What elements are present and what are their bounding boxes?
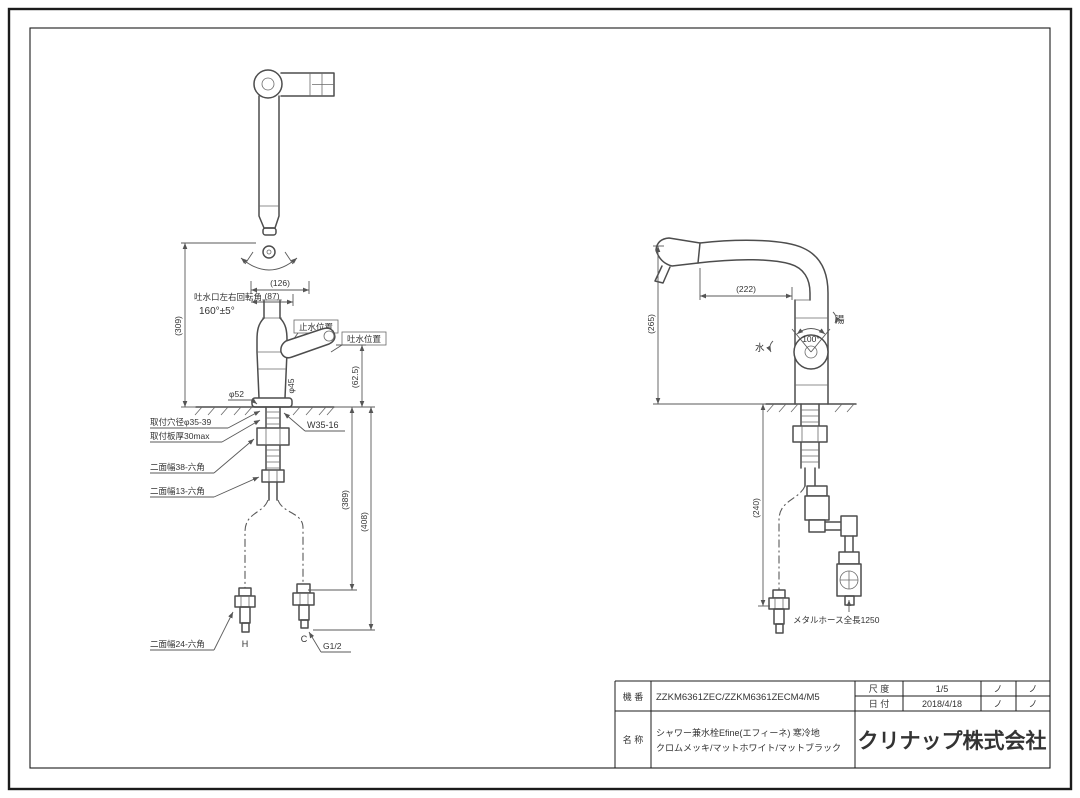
dim-408-label: (408) (359, 512, 369, 532)
date-label: 日 付 (869, 699, 890, 709)
hot-port-label: H (242, 639, 249, 649)
dim-389: (389) (308, 407, 357, 591)
front-view: 吐水口左右回転角 160°±5° (126) (87) 止水位置 吐水位置 φ5… (150, 69, 387, 653)
cold-direction-arrow (766, 340, 774, 353)
scale-value: 1/5 (936, 684, 949, 694)
cold-direction-label: 水 (755, 342, 765, 354)
hot-direction-arrow (832, 311, 840, 324)
sv-spout-arm (697, 239, 829, 405)
dim-240: (240) (751, 404, 770, 607)
sv-spray-head (654, 237, 701, 284)
dim-265-label: (265) (646, 314, 656, 334)
hex-nut-38 (256, 427, 290, 446)
dim-389-label: (389) (340, 490, 350, 510)
hex-nut-13 (261, 469, 285, 483)
check-valve-assembly (804, 485, 862, 606)
sv-shaft (792, 403, 828, 487)
hose-hot (244, 499, 269, 588)
model-label: 機 番 (623, 691, 644, 702)
sv-bottom-fitting (768, 589, 790, 634)
dim-309: (309) (173, 242, 256, 408)
hose-length-callout: メタルホース全長1250 (793, 600, 880, 625)
approval-mark-3: ノ (993, 699, 1002, 709)
drawing-frame (7, 7, 1073, 791)
thread-spec-label: W35-16 (307, 420, 339, 430)
hex13-label: 二面幅13-六角 (150, 486, 205, 496)
hose-cold (277, 499, 304, 584)
spout-position-label: 吐水位置 (347, 334, 382, 344)
product-name-line2: クロムメッキ/マットホワイト/マットブラック (656, 742, 841, 753)
stop-position-label: 止水位置 (299, 322, 334, 332)
approval-mark-2: ノ (1028, 684, 1037, 694)
angle-100-annotation: 100° (791, 328, 831, 353)
hex38-callout: 二面幅38-六角 (150, 438, 255, 474)
date-value: 2018/4/18 (922, 699, 962, 709)
dia-45-label: φ45 (286, 378, 296, 393)
hex24-callout: 二面幅24-六角 (150, 611, 234, 651)
dim-222: (222) (699, 268, 793, 300)
faucet-handle (280, 327, 336, 359)
cold-fitting (292, 583, 315, 629)
dim-62-5: (62.5) (296, 344, 366, 408)
dim-265: (265) (646, 245, 766, 405)
hot-direction-label: 湯 (835, 314, 845, 326)
spray-head-top (253, 69, 335, 99)
side-view: 100° 湯 水 (222) (265) (646, 237, 880, 634)
mount-thickness-callout: 取付板厚30max (150, 419, 261, 443)
product-name-line1: シャワー兼水栓Efine(エフィーネ) 寒冷地 (656, 727, 820, 738)
g-thread-label: G1/2 (323, 641, 342, 651)
dia-52-callout: φ52 (228, 389, 258, 405)
spout-pipe (258, 95, 280, 236)
dim-126: (126) (250, 278, 310, 294)
mounting-surface (194, 406, 335, 416)
name-label: 名 称 (623, 734, 644, 745)
hex38-label: 二面幅38-六角 (150, 462, 205, 472)
rotation-angle: 160°±5° (199, 306, 235, 317)
scale-label: 尺 度 (869, 683, 890, 694)
thread-spec-callout: W35-16 (283, 412, 345, 432)
approval-mark-1: ノ (993, 684, 1002, 694)
dim-408: (408) (313, 406, 375, 631)
hex13-callout: 二面幅13-六角 (150, 476, 260, 498)
g-thread-callout: G1/2 (308, 631, 351, 653)
dim-87: (87) (251, 291, 294, 306)
sv-mounting-surface (765, 403, 857, 413)
cold-port-label: C (301, 634, 308, 644)
dim-309-label: (309) (173, 316, 183, 336)
spout-position-callout: 吐水位置 (330, 331, 387, 353)
hose-length-label: メタルホース全長1250 (793, 615, 880, 625)
hex24-label: 二面幅24-六角 (150, 639, 205, 649)
mount-hole-label: 取付穴径φ35-39 (150, 417, 212, 427)
sv-hose (778, 485, 806, 590)
title-block: 機 番 ZZKM6361ZEC/ZZKM6361ZECM4/M5 尺 度 1/5… (614, 680, 1050, 768)
mount-thickness-label: 取付板厚30max (150, 431, 210, 441)
angle-100-label: 100° (802, 334, 820, 344)
dim-240-label: (240) (751, 498, 761, 518)
dim-222-label: (222) (736, 284, 756, 294)
model-value: ZZKM6361ZEC/ZZKM6361ZECM4/M5 (656, 692, 820, 703)
dim-126-label: (126) (270, 278, 290, 288)
approval-mark-4: ノ (1028, 699, 1037, 709)
mounting-shaft (256, 406, 290, 501)
hot-fitting (234, 587, 256, 633)
dim-62-5-label: (62.5) (350, 366, 360, 388)
dia-52-label: φ52 (229, 389, 244, 399)
company-name: クリナップ株式会社 (858, 729, 1047, 753)
rotation-caption: 吐水口左右回転角 (194, 292, 262, 302)
rotation-indicator (240, 245, 298, 271)
mount-hole-callout: 取付穴径φ35-39 (150, 410, 261, 429)
dim-87-label: (87) (264, 291, 279, 301)
